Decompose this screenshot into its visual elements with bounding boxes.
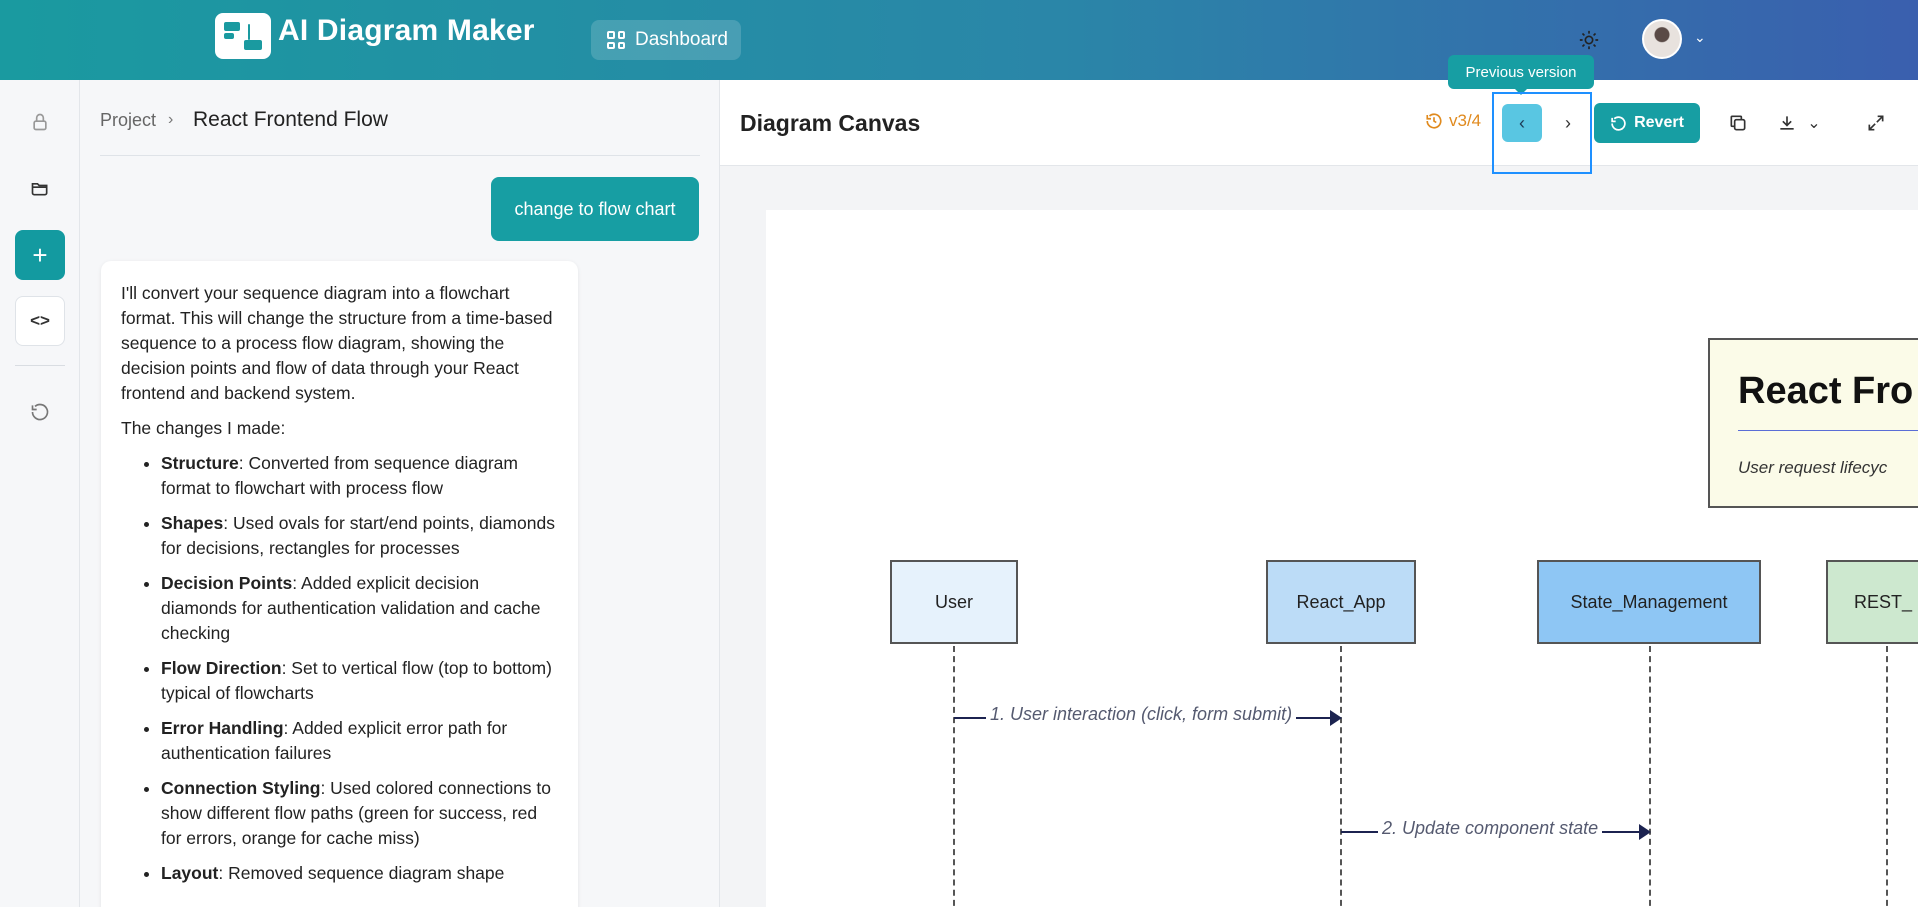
- list-item: Structure: Converted from sequence diagr…: [161, 451, 558, 501]
- canvas-area: Diagram Canvas v3/4 Previous version ‹ ›…: [720, 55, 1918, 907]
- previous-version-tooltip: Previous version: [1448, 55, 1594, 95]
- chevron-down-icon[interactable]: ⌄: [1694, 29, 1706, 45]
- dashboard-label: Dashboard: [635, 29, 728, 50]
- assistant-changes-heading: The changes I made:: [121, 418, 286, 438]
- revert-icon: [1611, 115, 1626, 131]
- lock-icon: [33, 113, 47, 131]
- copy-button[interactable]: [1725, 110, 1751, 136]
- rail-divider: [15, 365, 65, 366]
- previous-version-button[interactable]: ‹: [1502, 104, 1542, 142]
- open-folder-button[interactable]: [15, 163, 65, 213]
- list-item: Connection Styling: Used colored connect…: [161, 776, 558, 851]
- grid-icon: [607, 31, 625, 49]
- download-button[interactable]: [1774, 110, 1800, 136]
- canvas-toolbar: Diagram Canvas v3/4 Previous version ‹ ›…: [720, 55, 1918, 174]
- actor-state-management[interactable]: State_Management: [1537, 560, 1761, 644]
- folder-open-icon: [31, 183, 48, 196]
- actor-rest-api[interactable]: REST_: [1826, 560, 1918, 644]
- lock-button[interactable]: [15, 97, 65, 147]
- arrowhead: [1330, 710, 1342, 726]
- title-underline: [1738, 430, 1918, 431]
- breadcrumb-separator: ›: [168, 111, 174, 128]
- assistant-message: I'll convert your sequence diagram into …: [101, 261, 578, 907]
- chevron-down-icon: ⌄: [1807, 115, 1821, 132]
- diagram-title: React Fro: [1738, 370, 1914, 412]
- lifeline-user: [953, 646, 955, 907]
- lifeline-state-management: [1649, 646, 1651, 907]
- list-item: Decision Points: Added explicit decision…: [161, 571, 558, 646]
- version-indicator[interactable]: v3/4: [1425, 111, 1481, 131]
- list-item: Layout: Removed sequence diagram shape: [161, 861, 558, 886]
- actor-user[interactable]: User: [890, 560, 1018, 644]
- message-label-2: 2. Update component state: [1378, 818, 1603, 839]
- top-header: AI Diagram Maker Dashboard ⌄: [0, 0, 1918, 80]
- left-toolbar: + <>: [0, 80, 80, 907]
- assistant-intro: I'll convert your sequence diagram into …: [121, 283, 553, 403]
- sun-icon[interactable]: [1578, 29, 1600, 51]
- breadcrumb-current: React Frontend Flow: [193, 108, 388, 131]
- revert-label: Revert: [1634, 114, 1684, 131]
- code-icon: <>: [30, 311, 50, 330]
- next-version-button[interactable]: ›: [1548, 104, 1588, 142]
- list-item: Flow Direction: Set to vertical flow (to…: [161, 656, 558, 706]
- refresh-icon: [31, 403, 49, 421]
- copy-icon: [1730, 115, 1746, 131]
- list-item: Error Handling: Added explicit error pat…: [161, 716, 558, 766]
- message-label-1: 1. User interaction (click, form submit): [986, 704, 1297, 725]
- chat-divider: [100, 155, 700, 156]
- version-label: v3/4: [1449, 111, 1482, 130]
- arrowhead: [1639, 824, 1651, 840]
- avatar[interactable]: [1642, 19, 1682, 59]
- code-view-button[interactable]: <>: [15, 296, 65, 346]
- download-options-button[interactable]: ⌄: [1801, 110, 1827, 136]
- expand-icon: [1868, 115, 1884, 131]
- new-diagram-button[interactable]: +: [15, 230, 65, 280]
- chat-panel: Project › React Frontend Flow change to …: [80, 80, 720, 907]
- revert-button[interactable]: Revert: [1594, 103, 1700, 143]
- diagram-title-box[interactable]: React Fro User request lifecyc: [1708, 338, 1918, 508]
- list-item: Shapes: Used ovals for start/end points,…: [161, 511, 558, 561]
- diagram-canvas[interactable]: React Fro User request lifecyc User Reac…: [766, 210, 1918, 907]
- diagram-subtitle: User request lifecyc: [1738, 458, 1888, 477]
- canvas-title: Diagram Canvas: [740, 110, 921, 136]
- download-icon: [1780, 116, 1794, 130]
- chevron-right-icon: ›: [1565, 112, 1571, 133]
- lifeline-react-app: [1340, 646, 1342, 907]
- actor-react-app[interactable]: React_App: [1266, 560, 1416, 644]
- breadcrumb-project[interactable]: Project: [100, 110, 157, 130]
- app-logo-icon[interactable]: [215, 13, 271, 59]
- history-icon: [1426, 113, 1442, 129]
- app-title[interactable]: AI Diagram Maker: [278, 14, 535, 47]
- dashboard-button[interactable]: Dashboard: [591, 20, 741, 60]
- selection-highlight: [1492, 92, 1592, 174]
- fullscreen-button[interactable]: [1863, 110, 1889, 136]
- changes-list: Structure: Converted from sequence diagr…: [121, 451, 558, 886]
- history-button[interactable]: [15, 387, 65, 437]
- lifeline-rest-api: [1886, 646, 1888, 907]
- plus-icon: +: [32, 239, 48, 270]
- user-message: change to flow chart: [491, 177, 699, 241]
- chevron-left-icon: ‹: [1519, 112, 1525, 133]
